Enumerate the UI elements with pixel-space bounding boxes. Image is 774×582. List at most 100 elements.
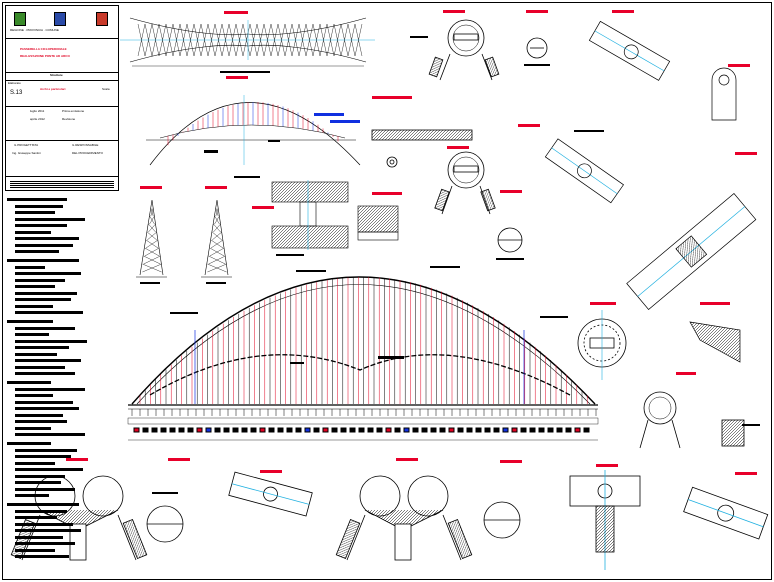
deck-mark [313,427,320,433]
note-line [15,548,55,552]
pylon-brace [215,207,219,217]
note-line [7,198,67,201]
pylon-brace [208,255,226,265]
note-line [15,400,73,404]
drawing-label: Elaborato [8,81,21,85]
note-line [15,250,59,253]
deck-mark [286,427,293,433]
note-line [15,237,79,240]
deck-mark [142,427,149,433]
deck-mark [178,427,185,433]
note-line [7,259,79,262]
note-line [15,426,51,430]
note-line [15,278,65,282]
deck-mark [421,427,428,433]
deck-mark [304,427,311,433]
project-title: PASSERELLA CICLOPEDONALE [20,47,67,51]
note-line [15,522,73,526]
section-label [224,11,248,14]
scale-label: Scala [102,87,110,91]
deck-mark [394,427,401,433]
note-line [15,298,71,301]
deck-mark [295,427,302,433]
pylon-brace [149,215,155,225]
pylon-brace [144,247,160,257]
pylon-brace [148,223,156,233]
note-line [15,461,55,465]
drawing-number: S.13 [10,90,23,96]
deck-mark [520,427,527,433]
revision-1-date: aprile 2012 [30,117,45,121]
deck-mark [448,427,455,433]
deck-mark [196,427,203,433]
deck-mark [133,427,140,433]
deck-mark [241,427,248,433]
deck-mark [484,427,491,433]
note-line [15,535,63,539]
note-line [15,224,67,227]
deck-mark [232,427,239,433]
note-line [15,304,53,308]
elevation-small [146,76,361,178]
note-line [15,211,55,214]
note-line [15,474,65,478]
node-details [371,10,760,449]
note-line [15,339,87,343]
revision-0-desc: Prima emissione [62,109,85,113]
deck-mark [376,427,383,433]
deck-mark [367,427,374,433]
deck-mark [529,427,536,433]
deck-section [252,180,402,256]
section-label: Strutture [50,73,63,77]
deck-mark [493,427,500,433]
note-line [7,381,51,384]
note-line [15,394,53,397]
note-line [15,372,75,375]
deck-mark [430,427,437,433]
deck-mark [565,427,572,433]
deck-mark [475,427,482,433]
deck-mark [259,427,266,433]
note-line [15,346,69,349]
deck-mark [187,427,194,433]
note-line [15,285,55,288]
note-line [15,243,73,247]
note-line [15,217,85,221]
deck-mark [214,427,221,433]
inclined-details [518,10,757,363]
pylon-brace [210,239,224,249]
deck-mark [358,427,365,433]
note-line [15,487,75,491]
note-line [15,529,81,532]
note-line [15,494,49,497]
pylon-details [136,186,232,284]
manager-name: DEL PROCEDIMENTO [72,151,104,155]
title-block: REGIONE · PROVINCIA · COMUNE PASSERELLA … [5,5,119,191]
plan-view [120,11,375,73]
deck-mark [457,427,464,433]
note-line [15,555,69,558]
deck-mark [403,427,410,433]
deck-mark [340,427,347,433]
project-subtitle: REALIZZAZIONE PONTE AD ARCO [20,54,70,58]
deck-mark [349,427,356,433]
pylon-brace [145,239,159,249]
drawing-title: Archi e particolari [40,87,66,91]
revision-0-date: luglio 2011 [30,109,45,113]
deck-mark [511,427,518,433]
note-line [15,359,81,362]
note-line [15,516,57,519]
note-line [15,333,49,336]
note-line [15,413,63,417]
note-line [15,455,71,458]
deck-mark [547,427,554,433]
pylon-brace [214,215,220,225]
note-line [15,481,61,484]
note-line [15,509,67,513]
deck-mark [556,427,563,433]
deck-mark [250,427,257,433]
pylon-brace [207,263,227,273]
note-line [15,326,75,330]
deck-mark [385,427,392,433]
